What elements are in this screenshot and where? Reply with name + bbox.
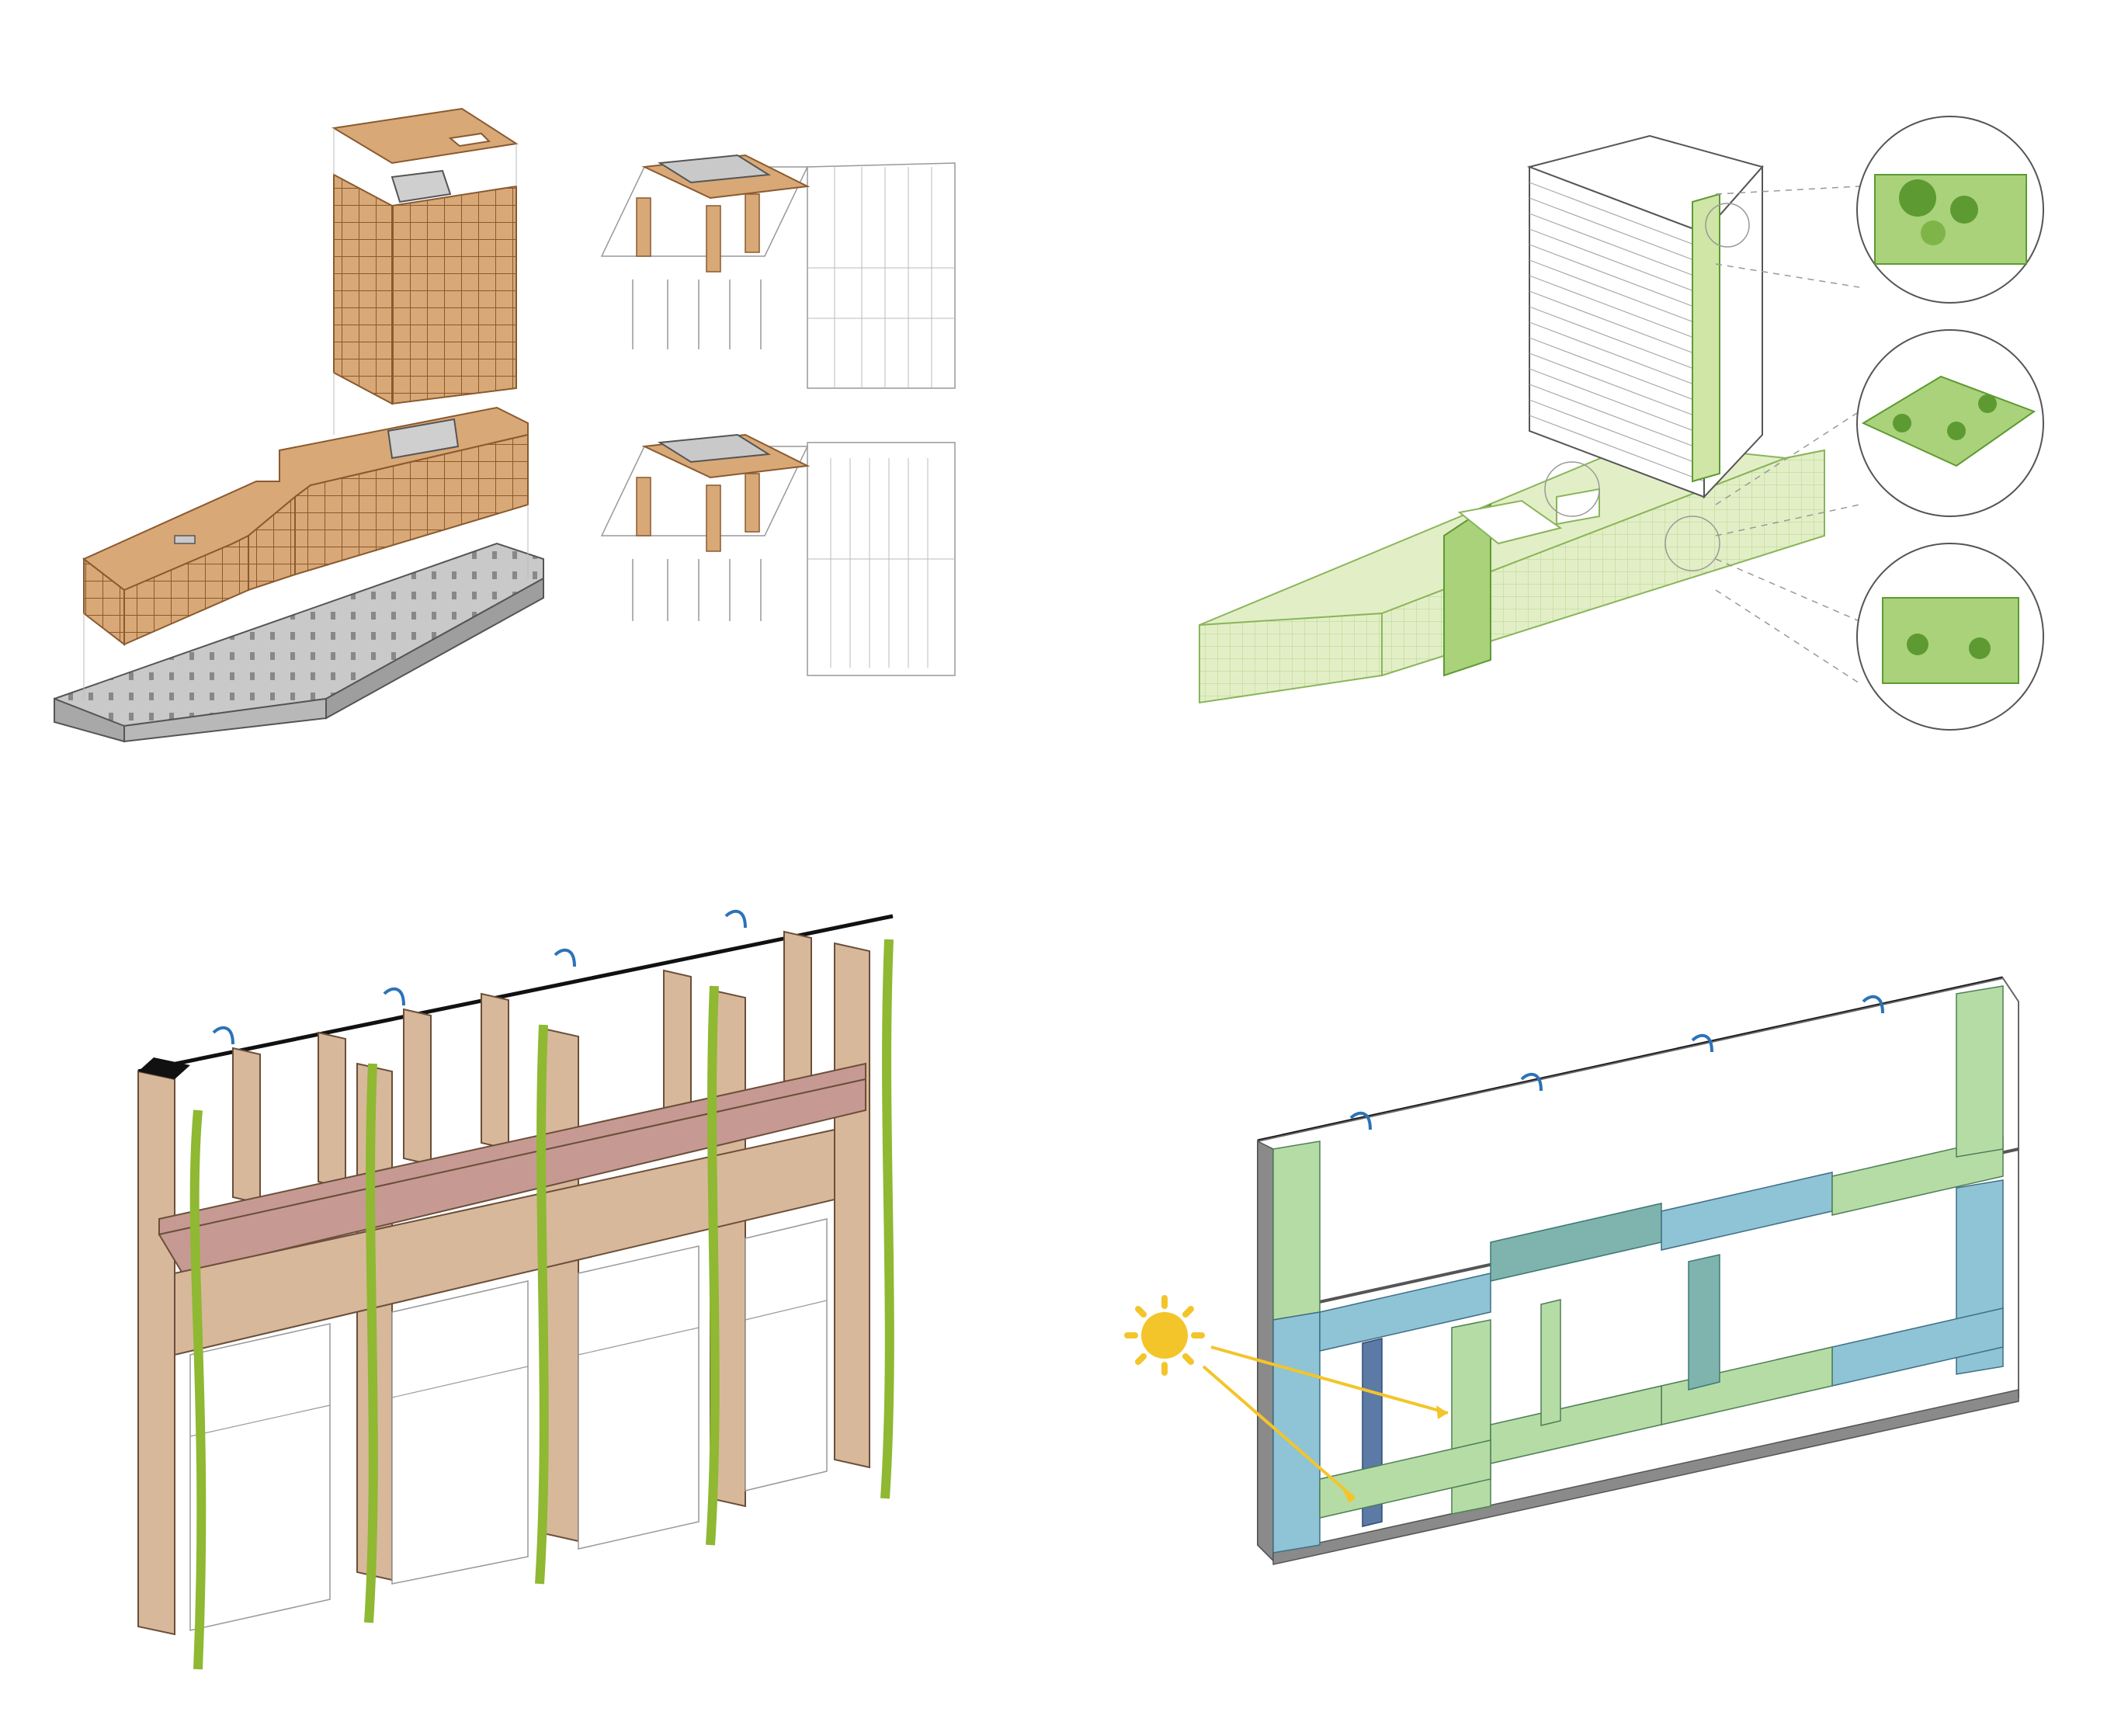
callout-circle-courtyard	[1856, 543, 2044, 731]
vine-facade-panel	[137, 909, 894, 1670]
timber-podium	[82, 406, 529, 647]
timber-tower	[83, 107, 529, 699]
solar-facade-panel	[1124, 976, 2019, 1565]
green-spaces-panel	[1199, 116, 2044, 731]
joint-detail-lower	[600, 433, 956, 676]
glazing	[189, 1218, 828, 1631]
airflow-arrows	[212, 909, 747, 1045]
callout-circle-podium	[1856, 329, 2044, 517]
solar-airflow-arrows	[1349, 995, 1884, 1130]
concrete-foundation	[54, 542, 544, 743]
facade-frame	[1257, 977, 2019, 1565]
timber-structure-panel	[54, 107, 956, 743]
green-podium	[1199, 441, 1825, 704]
detail-callout-lines	[1544, 186, 1860, 684]
joint-detail-upper	[600, 154, 956, 389]
shading-panels	[1272, 985, 2004, 1554]
upper-fins	[232, 930, 812, 1205]
sun-icon	[1124, 1295, 1449, 1503]
spandrel-beam	[158, 1062, 866, 1356]
callout-circle-rooftop	[1856, 116, 2044, 304]
climbing-vines	[189, 939, 894, 1670]
green-tower	[1526, 134, 1764, 499]
